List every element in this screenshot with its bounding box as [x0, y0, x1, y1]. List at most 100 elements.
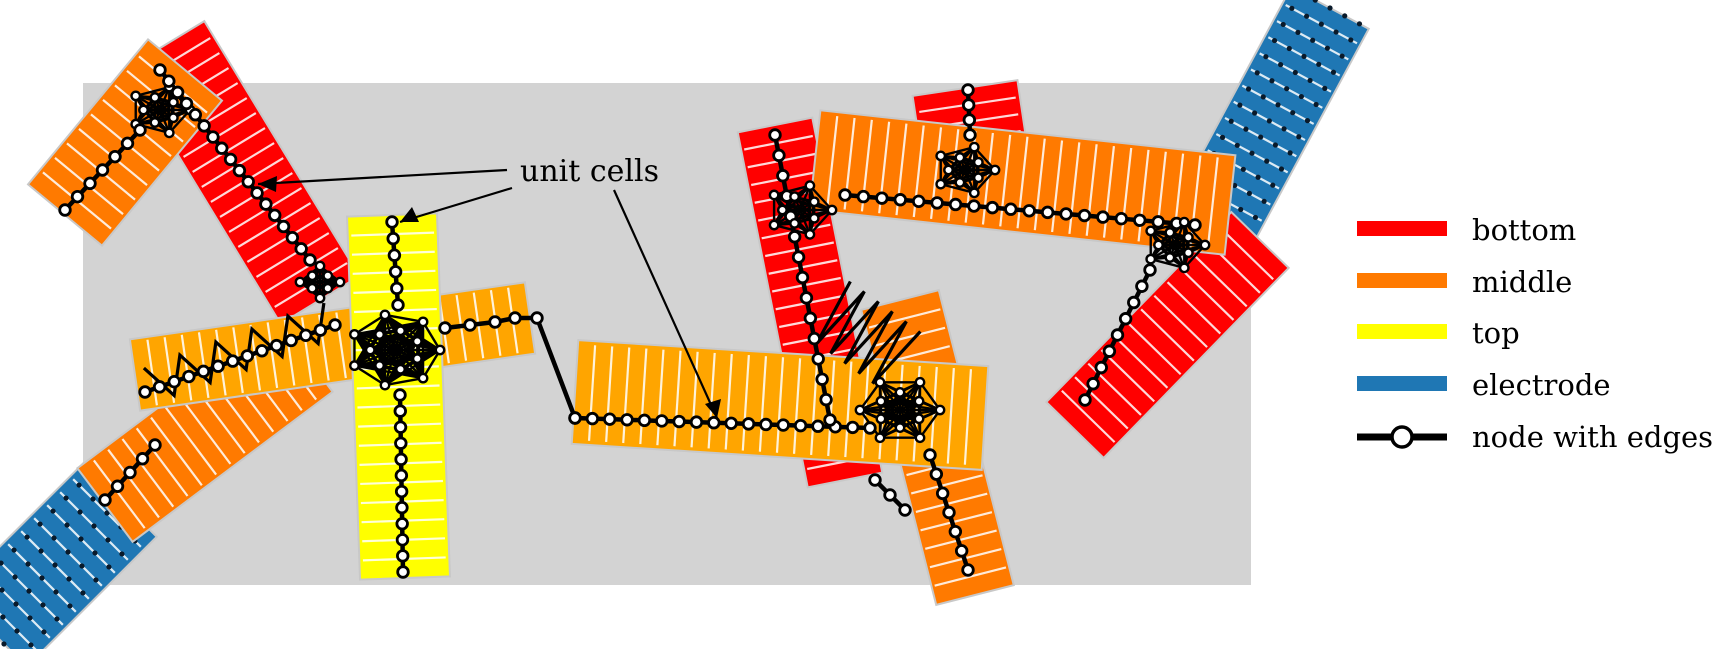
cluster-top-edge: [379, 333, 418, 343]
chain-right-bottom-3-node: [1127, 295, 1141, 310]
cluster-top-edge: [353, 314, 387, 367]
chain-right-long-node: [620, 413, 634, 427]
chain-left-bottom-node: [188, 108, 202, 122]
electrode-left-dot: [28, 642, 34, 648]
chain-right-bottom-2-edges: [965, 89, 973, 136]
strip-left-lower-middle-cell-divider: [121, 438, 175, 508]
zigzag-right-edges: [815, 280, 922, 385]
chain-top-lower-node: [396, 565, 410, 579]
electrode-right-dot: [1356, 21, 1363, 27]
chain-right-bottom-1-node: [799, 291, 814, 305]
chain-right-middle-1-node: [1040, 205, 1055, 220]
cluster-left-top-node: [130, 90, 142, 102]
cluster-right-left-edge: [773, 223, 811, 236]
electrode-left-dot: [24, 534, 30, 540]
cluster-right-lower-node: [913, 413, 925, 425]
chain-left-bottom-node: [241, 175, 255, 189]
chain-right-long-node: [585, 411, 600, 426]
strip-left-bottom-cell-divider: [237, 202, 312, 248]
electrode-right-dot: [1260, 94, 1266, 100]
chain-bridge-node: [508, 311, 522, 325]
unit-cells-annotation: unit cells: [257, 154, 721, 419]
cluster-top-edge: [353, 364, 386, 387]
chain-right-bottom-1-node: [787, 230, 802, 244]
electrode-left-dot: [41, 629, 47, 635]
chain-right-middle-2-node: [948, 524, 963, 539]
strip-right-middle-2-cell-divider: [910, 474, 983, 495]
electrode-right-dot: [1254, 70, 1260, 76]
strip-right-bottom-3-cell-divider: [1140, 308, 1195, 362]
cluster-right-left-node: [808, 212, 820, 224]
chain-right-long-node: [672, 414, 686, 429]
annotation-arrow-1: [257, 168, 508, 186]
chain-right-middle-1-node: [893, 193, 907, 207]
electrode-left-dot: [78, 536, 84, 542]
cluster-top-node: [349, 328, 360, 340]
strip-right-long-middle-cell-divider: [775, 357, 785, 453]
chain-left-bottom-node: [215, 141, 229, 155]
electrode-right-dot: [1280, 21, 1286, 28]
chain-right-bottom-3-node: [1086, 377, 1100, 391]
electrode-right-dot: [1266, 118, 1272, 124]
cluster-right-end-node: [1153, 239, 1164, 251]
chain-right-middle-1-node: [1004, 202, 1018, 216]
chain-right-bottom-2-node: [963, 128, 977, 142]
electrode-right-dot: [1263, 54, 1269, 60]
cluster-right-top-node: [954, 177, 966, 188]
strip-left-bottom-cell-divider: [246, 217, 321, 263]
cluster-top-edge: [384, 340, 419, 386]
electrode-left-dot: [25, 561, 31, 567]
strip-left-lower-middle-cell-divider: [107, 449, 160, 519]
chain-bridge-node: [530, 311, 544, 325]
strip-right-middle-1-cell-divider: [1051, 140, 1064, 233]
strip-right-middle-2-cell-divider: [925, 529, 997, 550]
electrode-left-dot: [1, 641, 7, 647]
electrode-right-dot: [1255, 174, 1261, 180]
cluster-left-bend-node: [314, 292, 326, 304]
cluster-left-top-node: [138, 104, 149, 116]
cluster-top-node: [411, 353, 423, 364]
chain-left-long-node: [196, 364, 211, 379]
strip-right-bottom-1-cell-divider: [768, 259, 838, 275]
electrode-right-dot: [1246, 190, 1252, 196]
electrode-left-dot: [106, 564, 112, 570]
cluster-left-top-node: [167, 112, 179, 124]
strip-right-long-middle-cell-divider: [622, 347, 631, 444]
annotation-arrow-3: [612, 189, 719, 419]
strip-right-middle-1-cell-divider: [1206, 157, 1219, 249]
cluster-right-left-edge: [809, 209, 833, 236]
chain-top-upper-node: [385, 215, 399, 229]
cluster-left-bend-node: [322, 282, 334, 294]
electrode-right-dot: [1295, 29, 1301, 35]
strip-left-lower-middle-cell-divider: [178, 395, 232, 465]
cluster-right-left-node: [789, 191, 800, 203]
chain-top-lower-node: [393, 404, 407, 418]
chain-right-lower-link-node: [883, 488, 897, 502]
chain-right-long-node: [759, 417, 773, 432]
strip-right-long-middle-cell-divider: [827, 360, 836, 457]
cluster-right-top-edge: [940, 182, 975, 194]
chain-right-bottom-1-node: [768, 128, 782, 142]
chain-right-middle-1-node: [1077, 208, 1092, 223]
legend-label-bottom: bottom: [1472, 213, 1576, 247]
chain-right-middle-2-node: [929, 467, 944, 481]
cluster-top-node: [379, 379, 391, 391]
cluster-right-left-node: [804, 228, 816, 240]
cluster-right-left-node: [826, 204, 838, 216]
cluster-left-bend-node: [306, 282, 318, 294]
chain-right-lower-link-node: [898, 503, 912, 517]
cluster-right-end-node: [1178, 216, 1190, 228]
cluster-right-top-node: [935, 178, 947, 190]
cluster-top-edge: [422, 321, 442, 351]
cluster-right-top-node: [943, 164, 954, 176]
chain-right-middle-1-node: [856, 189, 871, 204]
strip-left-bottom-cell-divider: [255, 232, 330, 278]
chain-left-long-node: [255, 344, 269, 358]
strip-left-long-middle-cell-divider: [146, 339, 158, 406]
cluster-right-end-node: [1164, 227, 1176, 238]
electrode-left-dot: [119, 551, 125, 557]
chain-left-long-node: [313, 323, 328, 337]
cluster-left-top-node: [149, 92, 161, 103]
chain-right-bottom-1-node: [803, 311, 818, 325]
cluster-right-lower-node: [914, 432, 926, 444]
